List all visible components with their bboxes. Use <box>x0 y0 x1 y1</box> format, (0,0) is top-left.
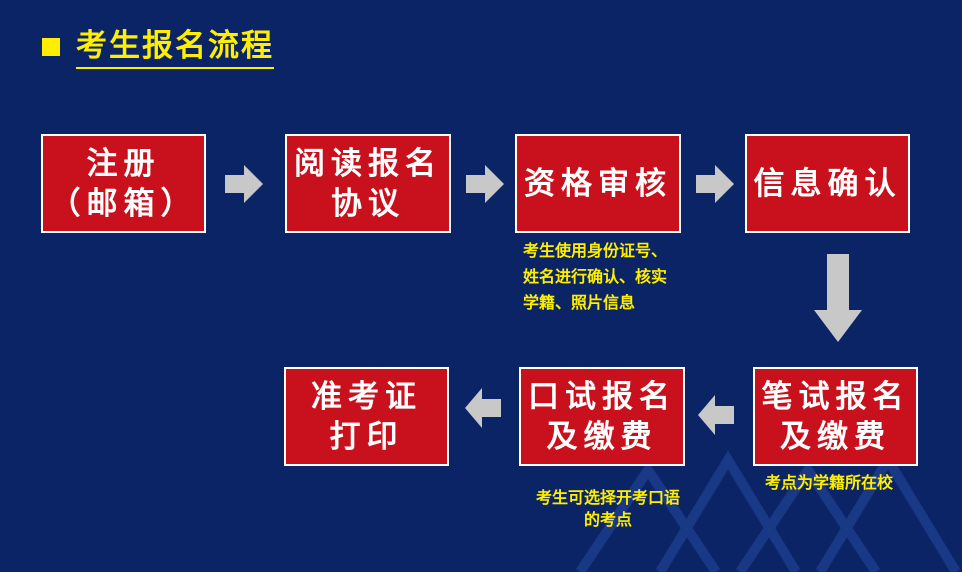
step-qualification-review-line-1: 资格审核 <box>524 165 672 202</box>
step-oral-exam-signup: 口试报名 及缴费 <box>519 367 685 466</box>
note-verification-line-3: 学籍、照片信息 <box>523 293 636 312</box>
arrow-left-icon <box>465 388 501 428</box>
note-oral-exam: 考生可选择开考口语 的考点 <box>524 487 692 531</box>
note-written-exam-line-1: 考点为学籍所在校 <box>765 473 894 492</box>
arrow-right-icon <box>696 165 734 203</box>
step-written-exam-signup-line-1: 笔试报名 <box>761 378 910 415</box>
step-oral-exam-signup-line-1: 口试报名 <box>528 378 676 415</box>
note-verification-line-1: 考生使用身份证号、 <box>523 241 668 260</box>
title-bullet <box>42 38 60 56</box>
arrow-left-icon <box>698 395 734 435</box>
step-written-exam-signup: 笔试报名 及缴费 <box>753 367 918 466</box>
step-admission-ticket-print-line-2: 打印 <box>329 418 404 455</box>
note-oral-exam-line-2: 的考点 <box>583 510 632 529</box>
step-qualification-review: 资格审核 <box>515 134 681 233</box>
step-oral-exam-signup-line-2: 及缴费 <box>546 418 658 455</box>
arrow-right-icon <box>466 165 504 203</box>
note-written-exam: 考点为学籍所在校 <box>765 470 893 496</box>
step-info-confirm-line-1: 信息确认 <box>753 165 902 202</box>
arrow-down-icon <box>814 254 862 342</box>
step-admission-ticket-print-line-1: 准考证 <box>311 378 422 415</box>
note-verification: 考生使用身份证号、 姓名进行确认、核实 学籍、照片信息 <box>523 238 667 316</box>
note-oral-exam-line-1: 考生可选择开考口语 <box>535 488 680 507</box>
arrow-right-icon <box>225 165 263 203</box>
step-read-agreement-line-2: 协议 <box>331 185 405 222</box>
step-admission-ticket-print: 准考证 打印 <box>284 367 449 466</box>
step-written-exam-signup-line-2: 及缴费 <box>780 418 891 455</box>
step-register-line-2: （邮箱） <box>49 185 198 222</box>
page-title: 考生报名流程 <box>76 26 274 69</box>
note-verification-line-2: 姓名进行确认、核实 <box>523 267 668 286</box>
step-read-agreement: 阅读报名 协议 <box>285 134 451 233</box>
step-register-line-1: 注册 <box>86 145 161 182</box>
step-register: 注册 （邮箱） <box>41 134 206 233</box>
step-read-agreement-line-1: 阅读报名 <box>294 145 442 182</box>
step-info-confirm: 信息确认 <box>745 134 910 233</box>
